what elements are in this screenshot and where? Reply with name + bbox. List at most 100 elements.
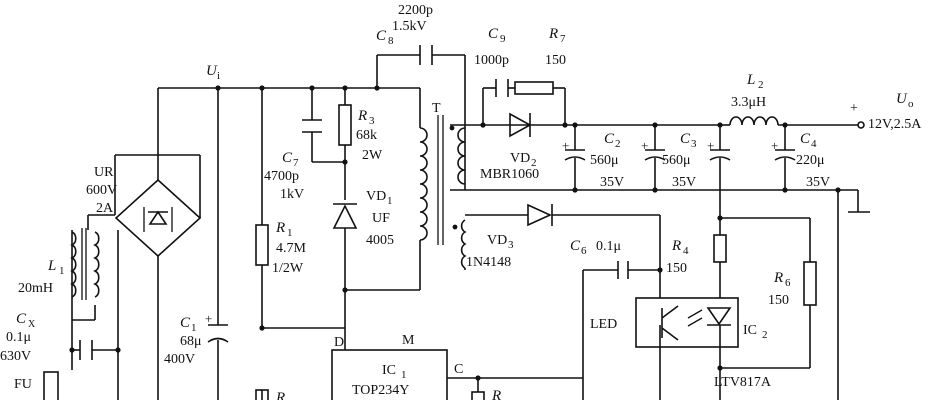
- uo-value-label: 12V,2.5A: [868, 117, 922, 132]
- svg-text:+: +: [205, 311, 212, 326]
- vd1-part1-label: UF: [372, 211, 390, 226]
- cx-sub: X: [28, 319, 36, 330]
- r1-p-label: 1/2W: [272, 261, 304, 276]
- c1-v-label: 400V: [164, 352, 195, 367]
- c3b-capacitor: +: [707, 138, 731, 161]
- c8-rating-label: 1.5kV: [392, 19, 427, 34]
- vd3-sub: 3: [508, 239, 514, 251]
- led-label: LED: [590, 317, 617, 332]
- r7-value-label: 150: [545, 53, 566, 68]
- wires: [71, 54, 870, 400]
- l1-sub: 1: [59, 265, 65, 277]
- c2-v-label: 35V: [600, 175, 624, 190]
- r6-value-label: 150: [768, 293, 789, 308]
- l2-label: L: [746, 72, 755, 88]
- uo-sub: o: [908, 98, 914, 110]
- c1-value-label: 68μ: [180, 334, 202, 349]
- vd1-label: VD: [366, 189, 386, 204]
- svg-text:+: +: [707, 138, 714, 153]
- l1-choke: [70, 228, 100, 300]
- junction-dots: [69, 85, 841, 381]
- ic1-box: [331, 349, 448, 400]
- r4-resistor: [713, 234, 727, 263]
- c3-v-label: 35V: [672, 175, 696, 190]
- ic1-part-label: TOP234Y: [352, 383, 409, 398]
- vd3-diode: [527, 203, 553, 227]
- r3-resistor: [338, 104, 352, 146]
- r3-sub: 3: [369, 115, 375, 127]
- vd2-part-label: MBR1060: [480, 167, 539, 182]
- r6-label: R: [773, 270, 783, 286]
- c7-capacitor: [302, 119, 322, 133]
- uo-plus: +: [850, 101, 858, 116]
- c3-sub: 3: [691, 138, 697, 150]
- c7-label: C: [282, 150, 293, 166]
- cx-value-label: 0.1μ: [6, 330, 31, 345]
- c8-capacitor: [419, 45, 433, 65]
- c4-capacitor: +: [771, 138, 796, 161]
- r7-resistor: [514, 81, 554, 95]
- c8-value-label: 2200p: [398, 3, 433, 18]
- c6-sub: 6: [581, 245, 587, 257]
- r3-p-label: 2W: [362, 148, 383, 163]
- c6-label: C: [570, 238, 581, 254]
- c7-value-label: 4700p: [264, 169, 299, 184]
- ui-sub: i: [217, 70, 220, 82]
- c8-sub: 8: [388, 35, 394, 47]
- vd2-diode: [509, 112, 532, 138]
- r6-sub: 6: [785, 277, 791, 289]
- c3-capacitor: +: [641, 138, 666, 161]
- ic2-part-label: LTV817A: [714, 375, 772, 390]
- cx-capacitor: [79, 340, 93, 360]
- vd3-part-label: 1N4148: [466, 255, 511, 270]
- l2-inductor: [729, 116, 779, 126]
- c9-value-label: 1000p: [474, 53, 509, 68]
- optocoupler: [635, 297, 739, 348]
- r3-label: R: [357, 108, 367, 124]
- r-bottom-left: [255, 389, 269, 400]
- r1-sub: 1: [287, 227, 293, 239]
- ic1-sub: 1: [401, 369, 407, 381]
- c2-label: C: [604, 131, 615, 147]
- ic1-label: IC: [382, 363, 396, 378]
- vd2-sub: 2: [531, 157, 537, 169]
- c7-sub: 7: [293, 157, 299, 169]
- l2-sub: 2: [758, 79, 764, 91]
- fu-label: FU: [14, 377, 32, 392]
- r-bottom-mid: [471, 391, 485, 400]
- r6-resistor: [803, 261, 817, 306]
- c3-label: C: [680, 131, 691, 147]
- output-terminal: [857, 121, 865, 129]
- svg-text:+: +: [641, 138, 648, 153]
- c3-value-label: 560μ: [662, 153, 691, 168]
- r1-label: R: [275, 220, 285, 236]
- ur-label: UR: [94, 165, 114, 180]
- m-pin-label: M: [402, 333, 415, 348]
- bridge-rectifier: [114, 178, 202, 258]
- c-pin-label: C: [454, 362, 463, 377]
- t-label: T: [432, 101, 441, 116]
- c4-label: C: [800, 131, 811, 147]
- r7-sub: 7: [560, 33, 566, 45]
- r4-sub: 4: [683, 245, 689, 257]
- ur-a-label: 2A: [96, 201, 114, 216]
- c9-label: C: [488, 26, 499, 42]
- c9-capacitor: [495, 79, 509, 97]
- c4-sub: 4: [811, 138, 817, 150]
- c1-label: C: [180, 315, 191, 331]
- d-pin-label: D: [334, 335, 344, 350]
- ui-label: U: [206, 63, 218, 79]
- c4-v-label: 35V: [806, 175, 830, 190]
- c1-capacitor: +: [205, 311, 229, 343]
- vd1-part2-label: 4005: [366, 233, 394, 248]
- r1-value-label: 4.7M: [276, 241, 307, 256]
- r7-label: R: [548, 26, 558, 42]
- r-bottom-label: R: [275, 390, 285, 400]
- l1-label: L: [47, 258, 56, 274]
- labels: 2200p 1.5kV C 8 U i C 9 1000p R 7 150 UR…: [0, 3, 922, 400]
- c6-value-label: 0.1μ: [596, 239, 621, 254]
- vd1-sub: 1: [387, 195, 393, 207]
- cx-label: C: [16, 311, 27, 327]
- c2-sub: 2: [615, 138, 621, 150]
